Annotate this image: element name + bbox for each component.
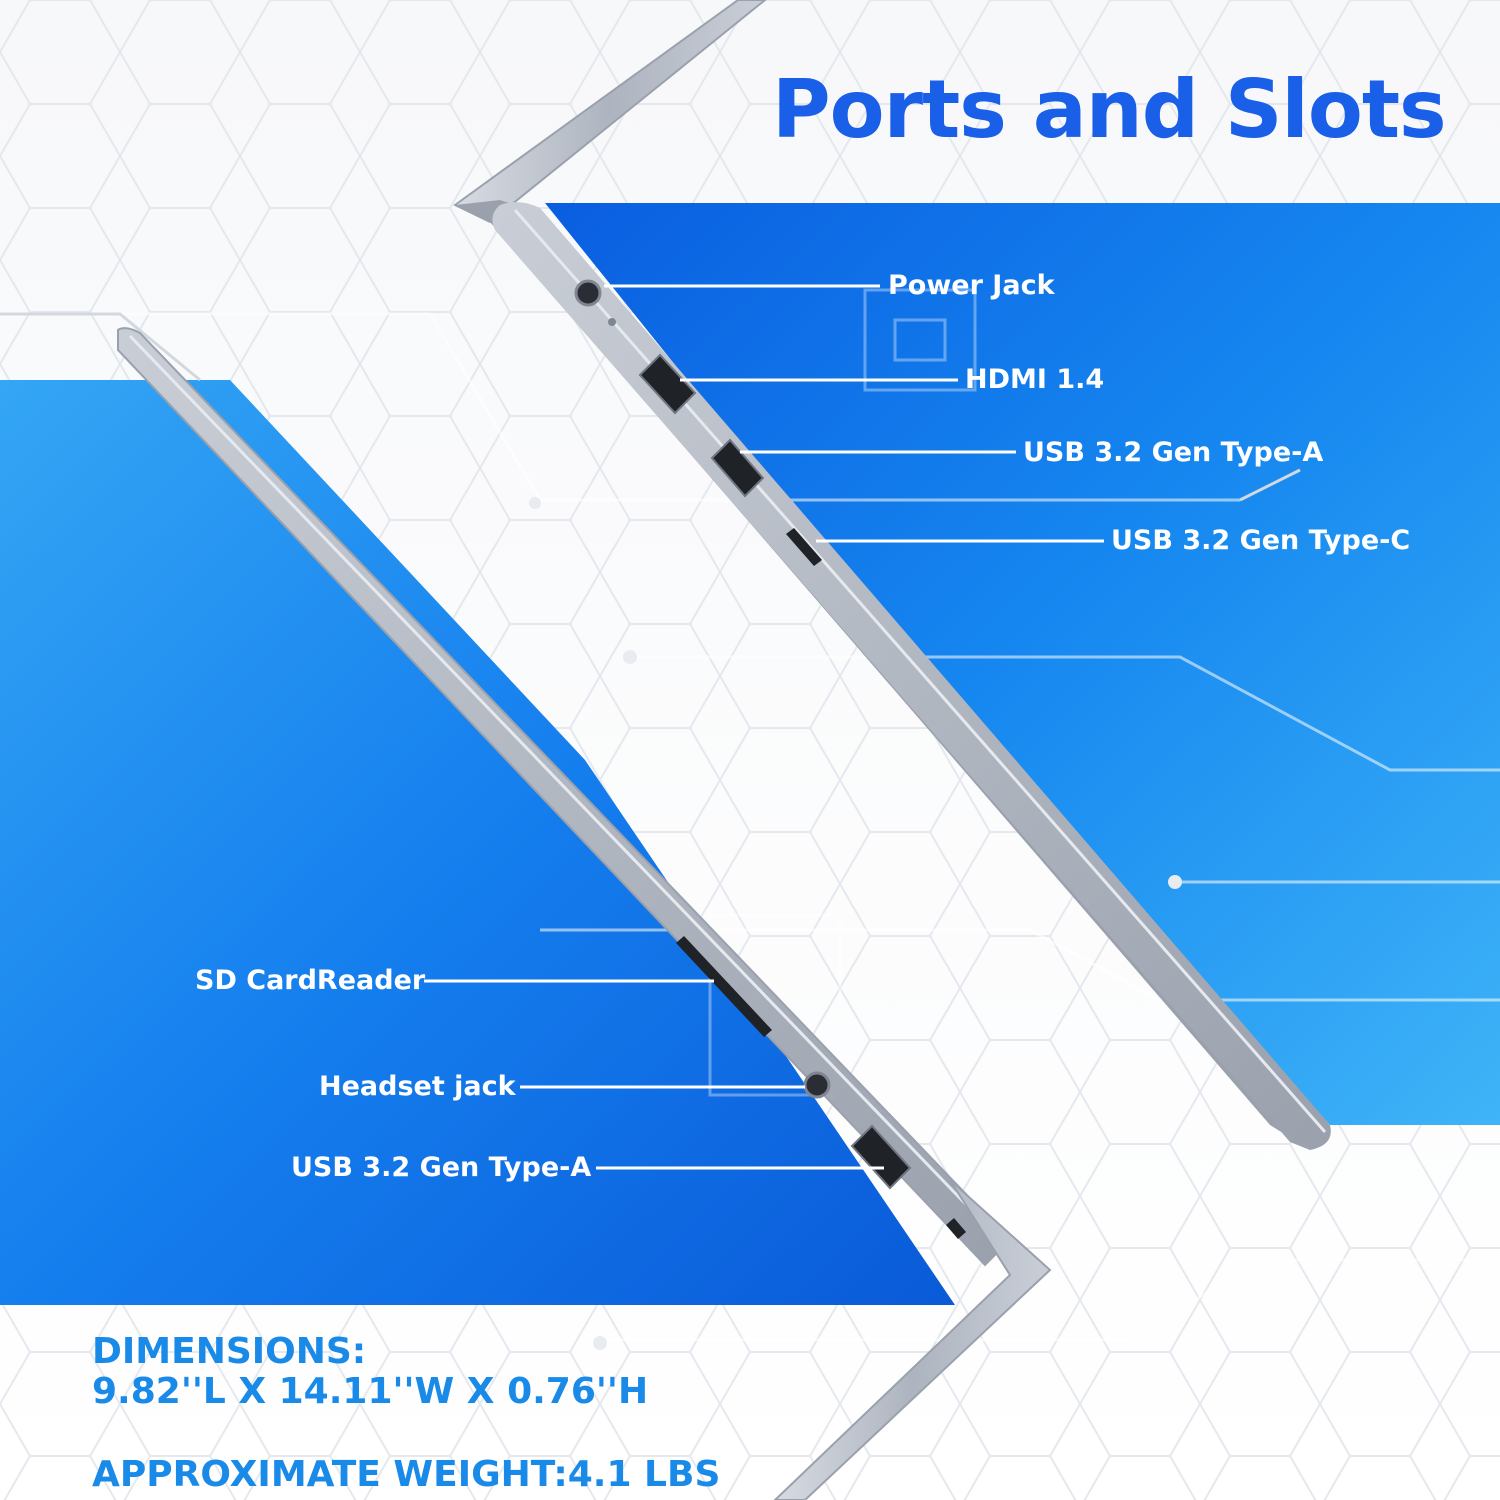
weight-text: APPROXIMATE WEIGHT:4.1 LBS xyxy=(92,1454,721,1495)
laptop-left-side xyxy=(117,327,1052,1500)
label-power-jack: Power Jack xyxy=(888,270,1055,301)
label-hdmi: HDMI 1.4 xyxy=(965,364,1105,395)
label-usb-a-right: USB 3.2 Gen Type-A xyxy=(1023,437,1324,468)
dimensions-value: 9.82''L X 14.11''W X 0.76''H xyxy=(92,1371,649,1412)
label-sd-cardreader: SD CardReader xyxy=(195,965,426,996)
label-usb-a-left: USB 3.2 Gen Type-A xyxy=(291,1152,592,1183)
page-title: Ports and Slots xyxy=(772,63,1447,156)
label-headset-jack: Headset jack xyxy=(319,1071,516,1102)
label-usb-c: USB 3.2 Gen Type-C xyxy=(1111,525,1411,556)
laptop-right-side xyxy=(453,0,1331,1150)
dimensions-heading: DIMENSIONS: xyxy=(92,1331,367,1372)
